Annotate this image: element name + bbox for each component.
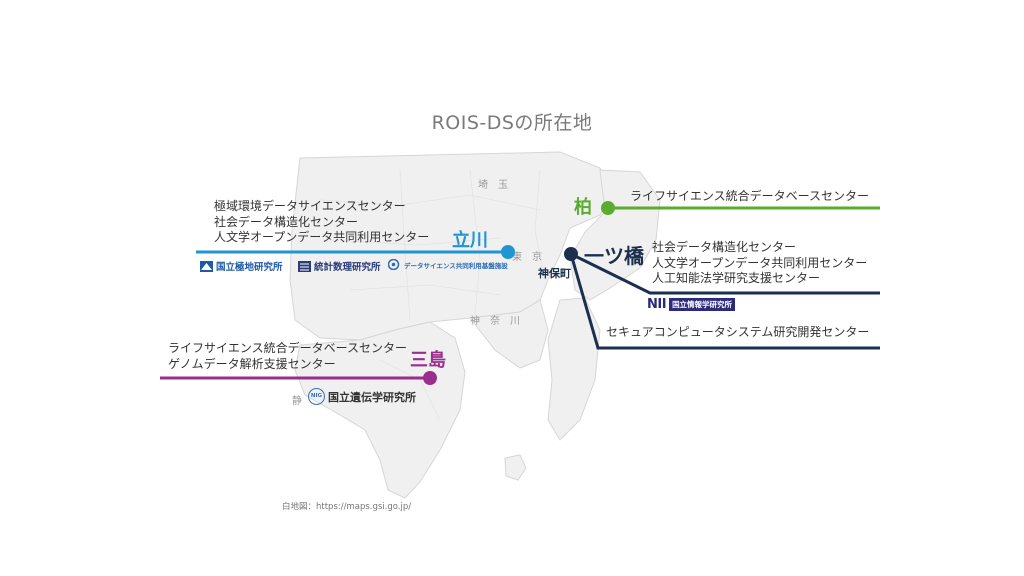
place-name-kashiwa: 柏 [574, 197, 592, 218]
kashiwa-marker [601, 201, 615, 215]
hitotsubashi-center-item: 社会データ構造化センター [652, 240, 797, 254]
ds-logo-name: データサイエンス共同利用基盤施設 [404, 261, 508, 270]
hitotsubashi-connector-line-b [569, 253, 880, 350]
hitotsubashi-marker [564, 247, 578, 261]
map-credit: 白地図：https://maps.gsi.go.jp/ [282, 502, 412, 512]
map-label-shizuoka: 静 [292, 396, 302, 407]
ism-logo: 統計数理研究所 [298, 259, 381, 273]
ds-emblem-icon [388, 259, 400, 270]
map-label-kanagawa: 神 奈 川 [470, 316, 520, 327]
hitotsubashi-connector-line-a [570, 252, 880, 295]
hitotsubashi-center-list-a: 社会データ構造化センター 人文学オープンデータ共同利用センター 人工知能法学研究… [652, 240, 867, 287]
nii-logo-mark: NII [647, 297, 667, 312]
place-name-hitotsubashi: 一ツ橋 [584, 244, 644, 268]
nig-logo: NIG 国立遺伝学研究所 [308, 388, 416, 405]
tachikawa-center-list: 極域環境データサイエンスセンター 社会データ構造化センター 人文学オープンデータ… [214, 199, 429, 246]
map-label-saitama: 埼 玉 [478, 180, 508, 191]
tachikawa-center-item: 人文学オープンデータ共同利用センター [214, 230, 430, 244]
kashiwa-center-list: ライフサイエンス統合データベースセンター [630, 189, 869, 205]
ism-logo-name: 統計数理研究所 [314, 262, 381, 273]
place-subname-jimbocho: 神保町 [538, 267, 571, 280]
map-land-oshima [504, 454, 527, 481]
map-land-miura [469, 299, 549, 369]
nig-logo-mark: NIG [308, 388, 325, 405]
nipr-emblem-icon [200, 260, 213, 272]
nipr-logo: 国立極地研究所 [200, 259, 283, 273]
hitotsubashi-center-item: セキュアコンピュータシステム研究開発センター [606, 325, 870, 339]
map-land-boso [547, 297, 601, 441]
nii-logo-name: 国立情報学研究所 [669, 298, 736, 311]
mishima-marker [423, 371, 437, 385]
tachikawa-center-item: 極域環境データサイエンスセンター [214, 199, 406, 213]
nig-logo-name: 国立遺伝学研究所 [328, 390, 416, 404]
map-land-izu [294, 321, 466, 499]
nipr-logo-name: 国立極地研究所 [216, 262, 283, 273]
hitotsubashi-center-item: 人文学オープンデータ共同利用センター [652, 255, 868, 270]
slide-title: ROIS-DSの所在地 [431, 112, 593, 134]
ds-logo: データサイエンス共同利用基盤施設 [388, 259, 508, 270]
place-name-tachikawa: 立川 [452, 230, 488, 251]
mishima-center-list: ライフサイエンス統合データベースセンター ゲノムデータ解析支援センター [168, 341, 407, 372]
mishima-center-item: ゲノムデータ解析支援センター [168, 356, 336, 371]
hitotsubashi-center-list-b: セキュアコンピュータシステム研究開発センター [606, 325, 869, 341]
map-land-chiba [569, 169, 661, 301]
place-name-mishima: 三島 [410, 350, 446, 371]
kashiwa-center-item: ライフサイエンス統合データベースセンター [630, 189, 870, 203]
ism-emblem-icon [298, 260, 311, 272]
mishima-center-item: ライフサイエンス統合データベースセンター [168, 341, 408, 355]
hitotsubashi-center-item: 人工知能法学研究支援センター [652, 271, 821, 285]
tachikawa-marker [501, 245, 515, 259]
nii-logo: NII 国立情報学研究所 [647, 297, 736, 312]
tachikawa-center-item: 社会データ構造化センター [214, 214, 359, 229]
map-label-tokyo: 東 京 [512, 252, 542, 263]
